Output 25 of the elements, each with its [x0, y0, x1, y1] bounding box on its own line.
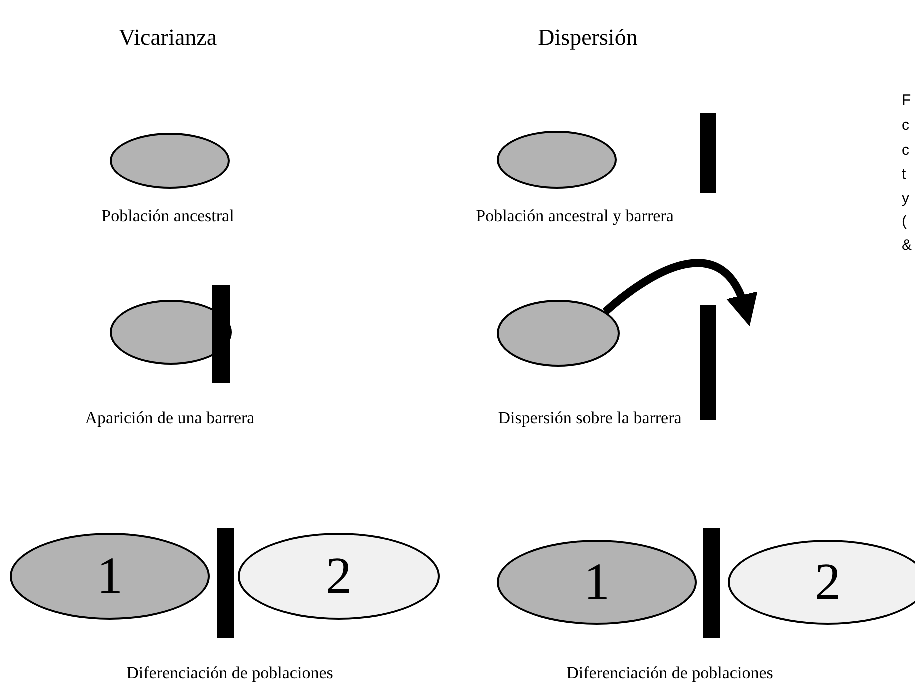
- stage-caption: Población ancestral y barrera: [476, 205, 674, 228]
- stage-caption: Aparición de una barrera: [85, 407, 255, 430]
- population-number: 1: [584, 556, 610, 608]
- stage-caption: Diferenciación de poblaciones: [566, 662, 774, 684]
- population-number: 2: [326, 550, 352, 602]
- column-heading: Vicarianza: [118, 24, 218, 52]
- dispersal-arrow: [602, 259, 756, 326]
- barrier-bar: [700, 113, 716, 193]
- column-heading: Dispersión: [538, 24, 638, 52]
- stage-caption: Diferenciación de poblaciones: [126, 662, 334, 684]
- stage-caption: Población ancestral: [102, 205, 234, 228]
- truncated-caption-text: F: [902, 90, 912, 111]
- barrier-bar: [212, 285, 230, 383]
- truncated-caption-text: c: [902, 140, 910, 161]
- truncated-caption-text: (: [902, 212, 907, 232]
- truncated-caption-text: y: [902, 188, 910, 209]
- barrier-bar: [217, 528, 234, 638]
- truncated-caption-text: c: [902, 116, 910, 136]
- barrier-bar: [700, 305, 716, 420]
- population-number: 1: [97, 550, 123, 602]
- stage-caption: Dispersión sobre la barrera: [498, 407, 682, 430]
- population-number: 2: [815, 556, 841, 608]
- truncated-caption-text: t: [902, 164, 906, 185]
- truncated-caption-text: &: [902, 236, 912, 256]
- barrier-bar: [703, 528, 720, 638]
